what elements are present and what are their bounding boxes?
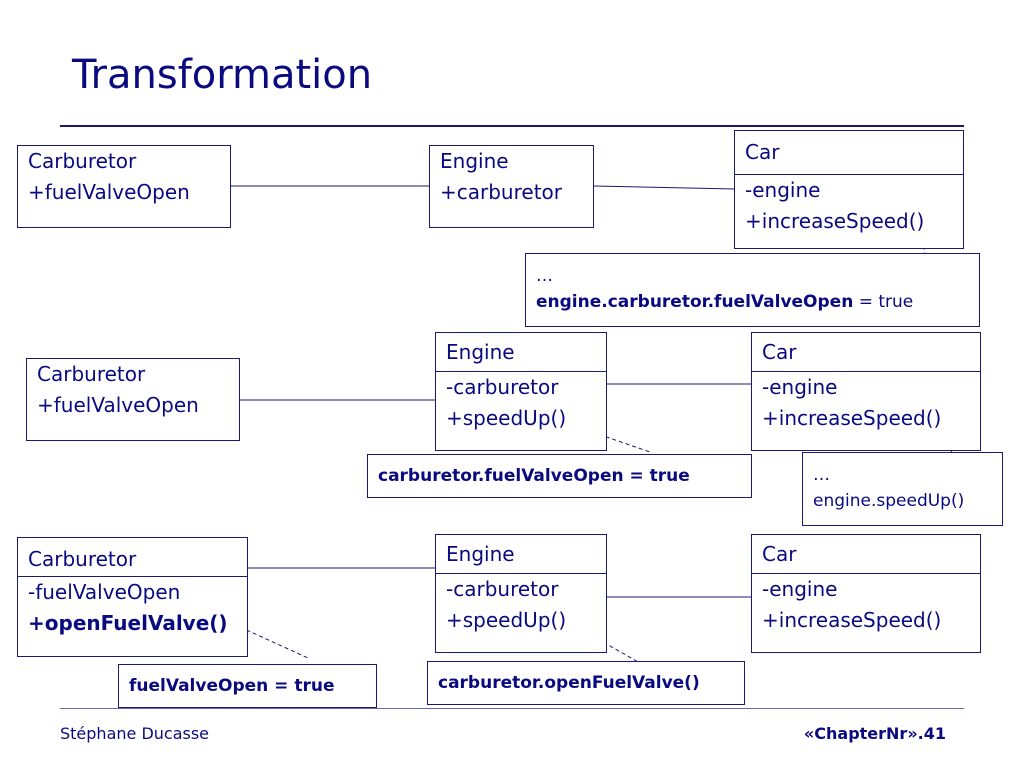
- class-attribute: +fuelValveOpen: [37, 393, 199, 417]
- note-code: engine.speedUp(): [813, 491, 965, 511]
- carburetor-class-1: Carburetor +fuelValveOpen: [17, 145, 231, 228]
- note-code-rest: = true: [853, 292, 914, 312]
- assoc-engine-car-1: [593, 185, 736, 190]
- carburetor-class-2: Carburetor +fuelValveOpen: [26, 358, 240, 441]
- class-name: Car: [735, 131, 963, 175]
- class-method: +increaseSpeed(): [762, 608, 942, 632]
- class-attribute: -engine: [745, 178, 821, 202]
- code-note-engine-2: carburetor.fuelValveOpen = true: [367, 454, 752, 498]
- class-attribute: -carburetor: [446, 577, 559, 601]
- class-name: Carburetor: [18, 538, 247, 577]
- class-attribute: +fuelValveOpen: [28, 180, 190, 204]
- note-link-carburetor-3: [239, 626, 309, 659]
- note-code: carburetor.fuelValveOpen = true: [378, 466, 690, 486]
- engine-class-2: Engine -carburetor +speedUp(): [435, 332, 607, 451]
- class-attribute: -fuelValveOpen: [28, 580, 181, 604]
- car-class-3: Car -engine +increaseSpeed(): [751, 534, 981, 653]
- code-note-1: … engine.carburetor.fuelValveOpen = true: [525, 253, 980, 327]
- class-attribute: +carburetor: [440, 180, 562, 204]
- class-name: Engine: [436, 535, 606, 574]
- class-attribute: -carburetor: [446, 375, 559, 399]
- code-note-engine-3: carburetor.openFuelValve(): [427, 661, 745, 705]
- carburetor-class-3: Carburetor -fuelValveOpen +openFuelValve…: [17, 537, 248, 657]
- note-ellipsis: …: [536, 266, 553, 286]
- class-method: +speedUp(): [446, 608, 567, 632]
- slide-title: Transformation: [72, 52, 373, 98]
- note-code: fuelValveOpen = true: [129, 676, 335, 696]
- class-name: Carburetor: [28, 149, 137, 173]
- class-method: +increaseSpeed(): [745, 209, 925, 233]
- code-note-car-2: … engine.speedUp(): [802, 452, 1003, 526]
- footer-divider: [60, 708, 964, 709]
- engine-class-3: Engine -carburetor +speedUp(): [435, 534, 607, 653]
- class-method: +speedUp(): [446, 406, 567, 430]
- class-attribute: -engine: [762, 375, 838, 399]
- class-name: Car: [752, 333, 980, 372]
- note-code-bold: engine.carburetor.fuelValveOpen: [536, 292, 854, 312]
- class-name: Engine: [436, 333, 606, 372]
- footer-page-number: «ChapterNr».41: [803, 724, 946, 743]
- class-name: Carburetor: [37, 362, 146, 386]
- footer-author: Stéphane Ducasse: [60, 724, 210, 743]
- note-ellipsis: …: [813, 465, 830, 485]
- class-name: Engine: [440, 149, 509, 173]
- class-method: +increaseSpeed(): [762, 406, 942, 430]
- car-class-1: Car -engine +increaseSpeed(): [734, 130, 964, 249]
- code-note-carburetor-3: fuelValveOpen = true: [118, 664, 377, 708]
- car-class-2: Car -engine +increaseSpeed(): [751, 332, 981, 451]
- note-code: engine.carburetor.fuelValveOpen = true: [526, 289, 979, 315]
- class-name: Car: [752, 535, 980, 574]
- class-method: +openFuelValve(): [28, 611, 228, 635]
- engine-class-1: Engine +carburetor: [429, 145, 594, 228]
- class-attribute: -engine: [762, 577, 838, 601]
- title-divider: [60, 125, 964, 127]
- note-code: carburetor.openFuelValve(): [438, 673, 700, 693]
